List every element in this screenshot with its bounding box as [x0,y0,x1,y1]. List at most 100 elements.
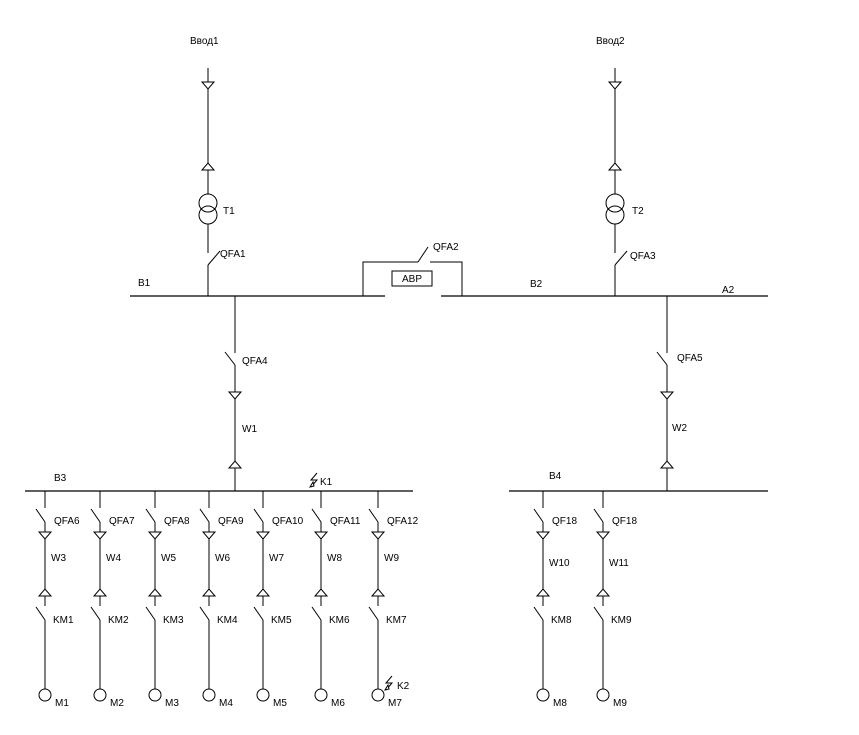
input-1-branch: Ввод1 T1 QFA1 [190,36,246,296]
breaker-label: QFA10 [272,516,304,527]
transformer-2-winding-top-icon [605,193,625,213]
transformer-2-winding-bottom-icon [605,205,625,225]
cable-socket-icon [92,588,108,597]
main-switchboard: B1 B2 A2 QFA2 АВР [130,242,768,297]
cable-label: W5 [161,553,176,564]
cable-plug-icon [37,531,53,540]
input-2-label: Ввод2 [596,36,625,47]
breaker-contact-icon [145,508,156,523]
line-w1-branch: QFA4 W1 [224,296,268,491]
breaker-qfa1-contact-icon [207,250,221,266]
motor-label: M2 [110,698,124,709]
breaker-qfa2-left-wire [362,261,418,296]
breaker-label: QFA6 [54,516,80,527]
cable-plug-icon [595,531,611,540]
bus-b4-label: B4 [549,471,562,482]
transformer-1-socket-icon [200,162,216,171]
cable-label: W9 [384,553,399,564]
contactor-contact-icon [145,606,156,621]
cable-socket-icon [255,588,271,597]
transformer-2-socket-icon [607,162,623,171]
motor-label: M7 [388,698,402,709]
cable-label: W7 [269,553,284,564]
contactor-contact-icon [35,606,46,621]
lightning-k2-arrow-icon [383,683,390,691]
breaker-contact-icon [253,508,264,523]
cable-socket-icon [147,588,163,597]
breaker-label: QFA8 [164,516,190,527]
fault-point-k1: K1 [308,472,333,488]
cable-socket-icon [535,588,551,597]
breaker-qfa1-label: QFA1 [220,249,246,260]
breaker-contact-icon [593,508,604,523]
breaker-label: QFA12 [387,516,419,527]
motor-label: M4 [219,698,233,709]
contactor-contact-icon [533,606,544,621]
contactor-contact-icon [593,606,604,621]
contactor-label: KM2 [108,615,129,626]
cable-plug-icon [92,531,108,540]
line-w2-branch: QFA5 W2 [656,296,703,491]
cable-label: W3 [51,553,66,564]
motor-icon [596,688,610,702]
lightning-k1-icon [309,472,319,488]
input-2-branch: Ввод2 T2 QFA3 [596,36,656,296]
contactor-contact-icon [253,606,264,621]
contactor-label: KM1 [53,615,74,626]
breaker-contact-icon [311,508,322,523]
line-w2-plug-icon [659,391,675,400]
fault-k1-label: K1 [320,477,333,488]
motor-label: M9 [613,698,627,709]
cable-socket-icon [595,588,611,597]
transformer-1-label: T1 [223,206,235,217]
line-w2-label: W2 [672,423,687,434]
lightning-k1-arrow-icon [308,480,315,488]
breaker-label: QFA11 [330,516,361,527]
motor-label: M1 [55,698,69,709]
fault-point-k2: K2 [383,675,410,692]
breaker-contact-icon [533,508,544,523]
fault-k2-label: K2 [397,681,410,692]
transformer-2-label: T2 [632,206,644,217]
line-w1-label: W1 [242,424,257,435]
contactor-contact-icon [368,606,379,621]
contactor-contact-icon [199,606,210,621]
motor-label: M8 [553,698,567,709]
transformer-1-winding-bottom-icon [198,205,218,225]
cable-label: W8 [327,553,342,564]
cable-plug-icon [370,531,386,540]
breaker-contact-icon [35,508,46,523]
motor-icon [202,688,216,702]
breaker-label: QFA7 [109,516,135,527]
cable-plug-icon [313,531,329,540]
motor-icon [148,688,162,702]
cable-label: W10 [549,558,570,569]
bus-b2-label: B2 [530,279,543,290]
motor-icon [38,688,52,702]
motor-icon [371,688,385,702]
cable-label: W11 [609,558,629,569]
breaker-contact-icon [90,508,101,523]
contactor-label: KM3 [163,615,184,626]
input-2-plug-icon [607,81,623,90]
cable-socket-icon [37,588,53,597]
breaker-label: QF18 [552,516,577,527]
bus-b1-label: B1 [138,278,151,289]
motor-label: M6 [331,698,345,709]
line-w1-socket-icon [227,460,243,469]
input-1-label: Ввод1 [190,36,219,47]
transformer-1-winding-top-icon [198,193,218,213]
bus-b3-label: B3 [54,473,67,484]
cable-plug-icon [255,531,271,540]
breaker-qfa2-label: QFA2 [433,242,459,253]
motor-label: M5 [273,698,287,709]
cable-socket-icon [201,588,217,597]
contactor-contact-icon [311,606,322,621]
